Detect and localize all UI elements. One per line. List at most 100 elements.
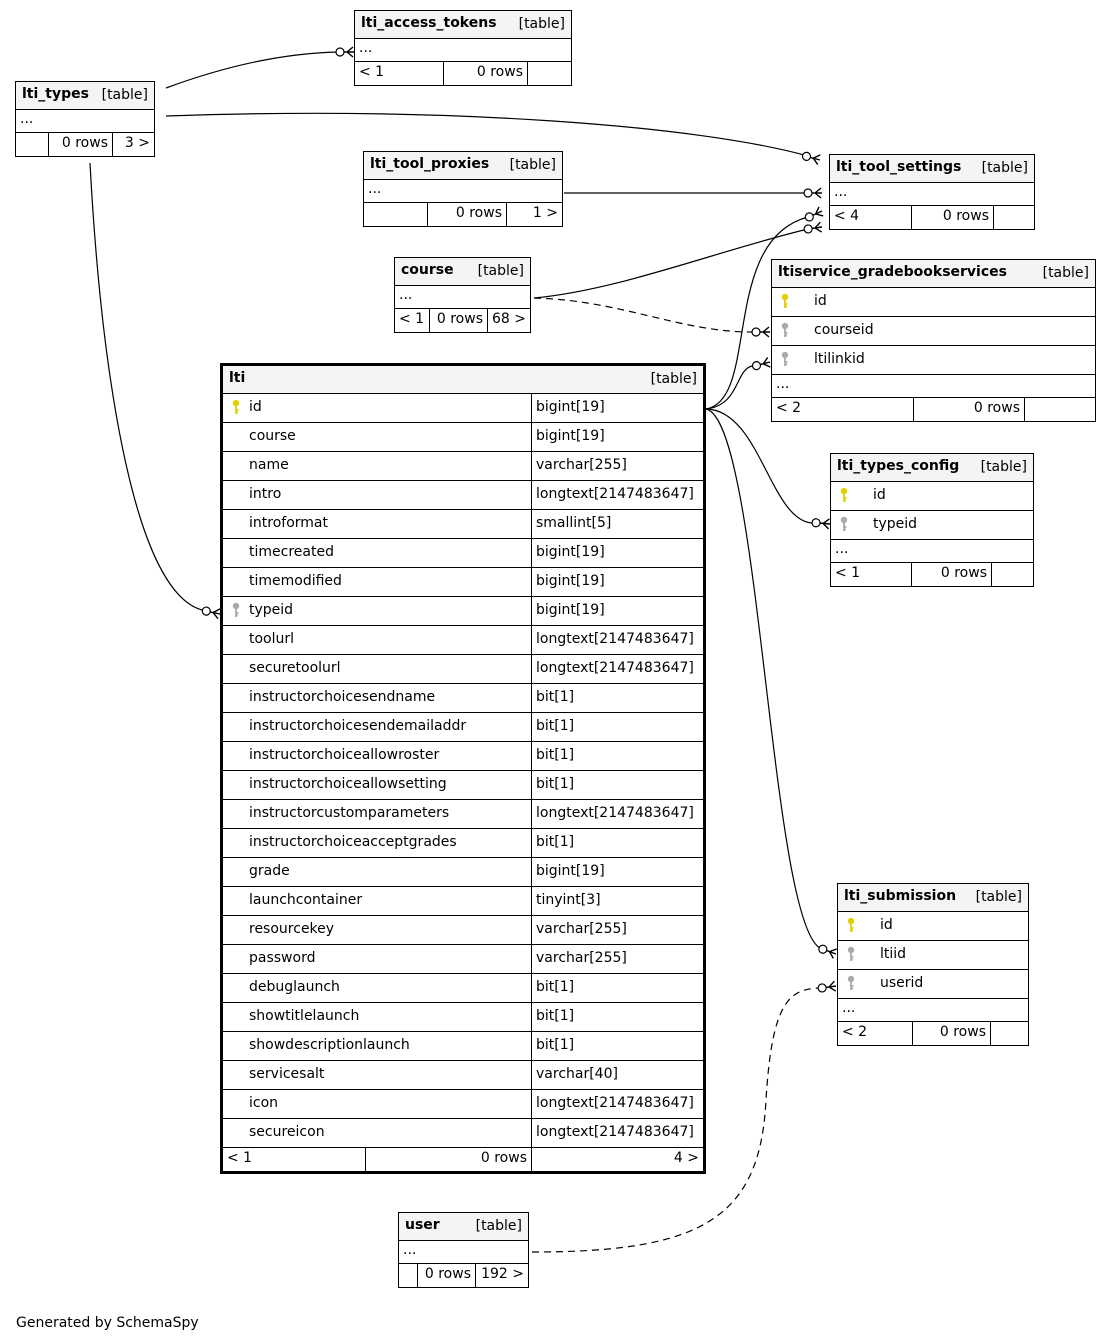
parents-count[interactable]: < 1 [399, 311, 425, 327]
column-type-cell: varchar[255] [531, 916, 703, 944]
children-count[interactable]: 4 > [531, 1148, 703, 1171]
column-name-cell: toolurl [223, 626, 531, 654]
parents-count[interactable]: < 2 [776, 400, 802, 416]
table-header: lti_tool_settings [table] [830, 155, 1034, 183]
children-count[interactable] [993, 206, 1034, 229]
column-name: password [249, 950, 316, 966]
table-row[interactable]: id [838, 912, 1028, 941]
column-type: varchar[255] [536, 457, 627, 473]
table-row[interactable]: courseid [772, 317, 1095, 346]
table-row[interactable]: ltiid [838, 941, 1028, 970]
table-lti-tool-settings[interactable]: lti_tool_settings [table] ... < 4 0 rows [829, 154, 1035, 230]
children-count[interactable] [527, 62, 571, 85]
table-lti-tool-proxies[interactable]: lti_tool_proxies [table] ... 0 rows 1 > [363, 151, 563, 227]
table-user[interactable]: user [table] ... 0 rows 192 > [398, 1212, 529, 1288]
column-name: grade [249, 863, 290, 879]
column-type: varchar[40] [536, 1066, 618, 1082]
children-count[interactable] [991, 563, 1033, 586]
table-course[interactable]: course [table] ... < 1 0 rows 68 > [394, 257, 531, 333]
parents-count[interactable] [399, 1264, 417, 1287]
column-name-cell: userid [838, 970, 1028, 998]
crowfoot-marker [816, 942, 839, 960]
table-row[interactable]: resourcekey varchar[255] [223, 916, 703, 945]
column-name-cell: showtitlelaunch [223, 1003, 531, 1031]
column-name: instructorchoicesendname [249, 689, 436, 705]
column-name-cell: courseid [772, 317, 1095, 345]
column-type-cell: varchar[40] [531, 1061, 703, 1089]
table-lti-access-tokens[interactable]: lti_access_tokens [table] ... < 1 0 rows [354, 10, 572, 86]
parents-count[interactable]: < 1 [359, 64, 385, 80]
row-count: 0 rows [912, 1022, 990, 1045]
column-name: resourcekey [249, 921, 335, 937]
column-name: timecreated [249, 544, 334, 560]
table-row[interactable]: toolurl longtext[2147483647] [223, 626, 703, 655]
table-name: lti_types_config [837, 458, 960, 474]
column-type: varchar[255] [536, 950, 627, 966]
children-count[interactable]: 3 > [112, 133, 154, 156]
parents-count[interactable] [364, 203, 427, 226]
table-kind: [table] [975, 889, 1022, 905]
parents-count[interactable]: < 1 [227, 1150, 253, 1166]
column-type: bit[1] [536, 1037, 575, 1053]
table-row[interactable]: instructorchoicesendname bit[1] [223, 684, 703, 713]
edge-lti-to-lti-tool-settings [705, 216, 809, 410]
children-count[interactable] [990, 1022, 1028, 1045]
parents-count[interactable] [16, 133, 48, 156]
edge-lti-types-to-lti-types-config [705, 408, 813, 524]
table-row[interactable]: password varchar[255] [223, 945, 703, 974]
children-count[interactable]: 192 > [475, 1264, 528, 1287]
table-row[interactable]: id [831, 482, 1033, 511]
table-row[interactable]: typeid [831, 511, 1033, 540]
column-type-cell: smallint[5] [531, 510, 703, 538]
column-name: courseid [814, 322, 874, 338]
column-type-cell: bit[1] [531, 684, 703, 712]
children-count[interactable]: 1 > [506, 203, 562, 226]
parents-count[interactable]: < 1 [835, 565, 861, 581]
primary-key-icon [781, 293, 789, 308]
column-type: bigint[19] [536, 399, 605, 415]
column-type: bit[1] [536, 776, 575, 792]
column-type: longtext[2147483647] [536, 631, 694, 647]
column-name: showtitlelaunch [249, 1008, 360, 1024]
children-count[interactable]: 68 > [487, 309, 530, 332]
column-name-cell: typeid [831, 511, 1033, 539]
children-count[interactable] [1024, 398, 1095, 421]
parents-count[interactable]: < 4 [834, 208, 860, 224]
column-type-cell: bigint[19] [531, 597, 703, 625]
parents-count[interactable]: < 2 [842, 1024, 868, 1040]
table-row[interactable]: ltilinkid [772, 346, 1095, 375]
column-name-cell: timecreated [223, 539, 531, 567]
table-lti-types[interactable]: lti_types [table] ... 0 rows 3 > [15, 81, 155, 157]
table-row[interactable]: id [772, 288, 1095, 317]
table-row[interactable]: userid [838, 970, 1028, 999]
column-name: id [880, 917, 893, 933]
